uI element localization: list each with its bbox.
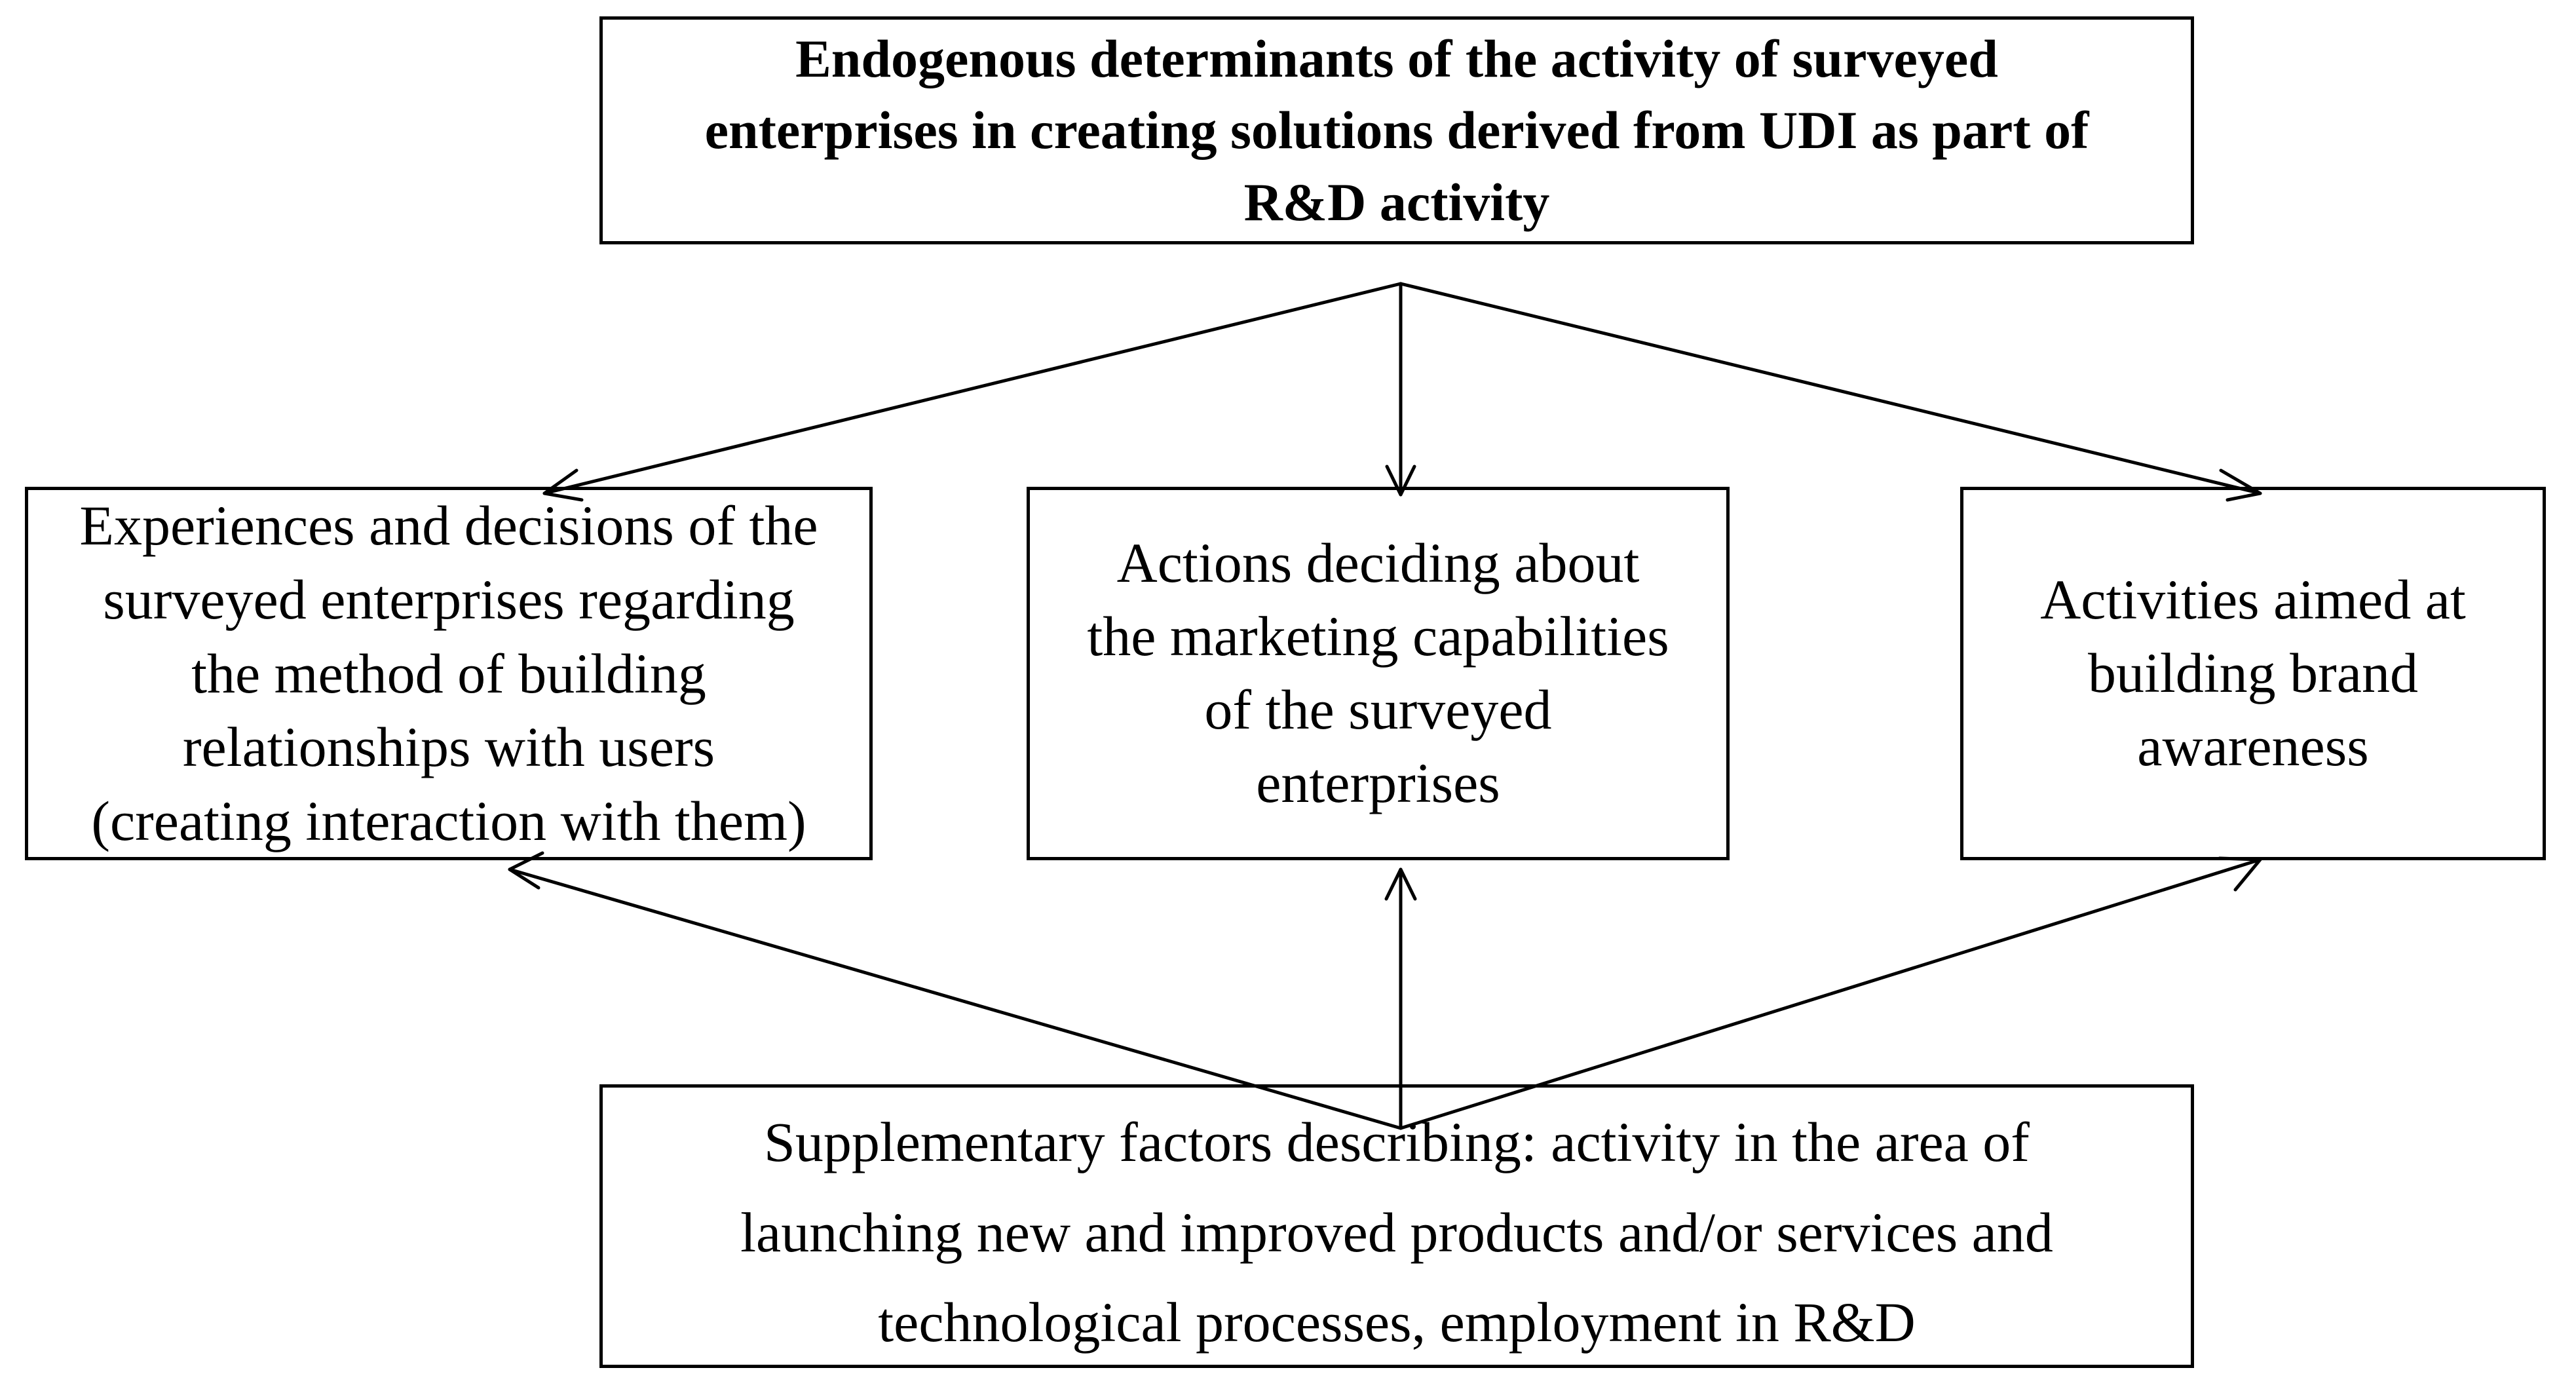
- arrow-top-to-right: [1399, 282, 2262, 502]
- arrow-top-to-left: [542, 282, 1403, 502]
- bottom-box-supplementary-factors: Supplementary factors describing: activi…: [599, 1084, 2194, 1368]
- bottom-box-text: Supplementary factors describing: activi…: [740, 1111, 2053, 1354]
- arrow-top-to-middle: [1385, 282, 1416, 497]
- left-box-text: Experiences and decisions of the surveye…: [79, 494, 818, 852]
- middle-box-text: Actions deciding about the marketing cap…: [1087, 531, 1669, 814]
- right-box-brand-awareness: Activities aimed at building brand aware…: [1960, 487, 2546, 860]
- left-box-user-relationships: Experiences and decisions of the surveye…: [25, 487, 873, 860]
- top-box-text: Endogenous determinants of the activity …: [704, 29, 2089, 232]
- top-box-endogenous-determinants: Endogenous determinants of the activity …: [599, 16, 2194, 244]
- right-box-text: Activities aimed at building brand aware…: [2040, 568, 2466, 778]
- middle-box-marketing-capabilities: Actions deciding about the marketing cap…: [1027, 487, 1730, 860]
